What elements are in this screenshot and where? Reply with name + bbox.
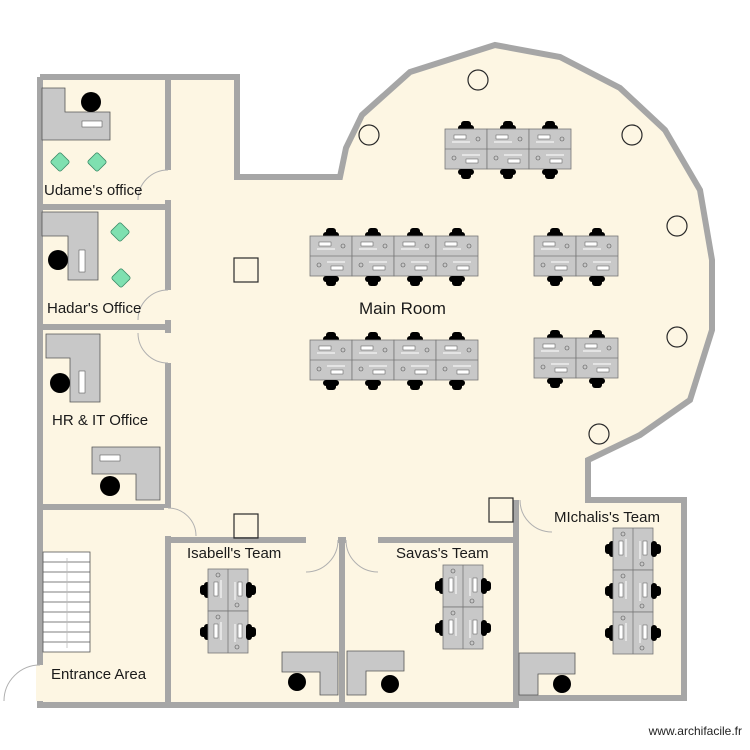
room-label-hadar: Hadar's Office	[47, 300, 141, 317]
columns	[233, 69, 688, 539]
room-label-hrit: HR & IT Office	[52, 412, 148, 429]
michalis-team-desks	[518, 527, 662, 696]
room-label-savas: Savas's Team	[396, 545, 489, 562]
room-label-udame: Udame's office	[44, 182, 142, 199]
room-label-main: Main Room	[359, 299, 446, 318]
stairs	[42, 551, 91, 653]
room-label-entrance: Entrance Area	[51, 666, 147, 683]
udame-office-furniture	[41, 87, 111, 173]
doors	[3, 169, 553, 702]
room-label-isabell: Isabell's Team	[187, 545, 281, 562]
archifacile-credit[interactable]: www.archifacile.fr	[648, 724, 742, 738]
savas-team-desks	[346, 564, 492, 696]
hrit-office-furniture	[45, 333, 161, 501]
hadar-office-furniture	[41, 211, 132, 289]
isabell-team-desks	[199, 568, 339, 696]
room-label-michalis: MIchalis's Team	[554, 509, 660, 526]
